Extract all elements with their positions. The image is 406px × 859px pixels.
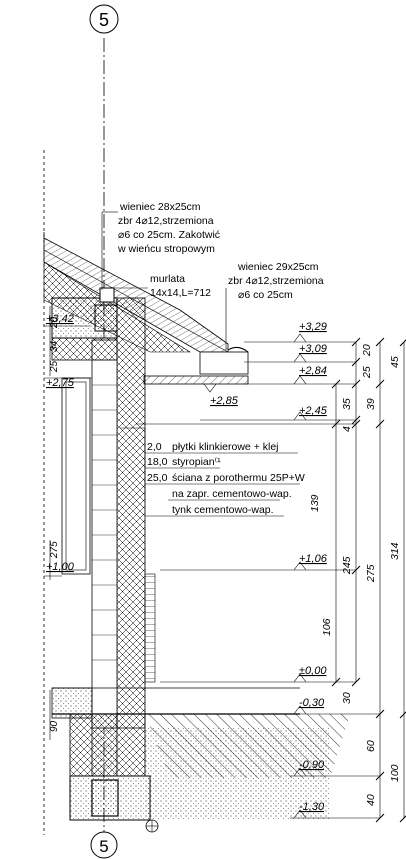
svg-text:2,0: 2,0	[147, 441, 162, 453]
window-frame	[61, 377, 91, 575]
ceiling-slab	[51, 337, 118, 361]
porotherm-wall	[91, 339, 118, 729]
footing	[69, 775, 159, 833]
layer-legend: 2,0 płytki klinkierowe + klej 18,0 styro…	[120, 427, 305, 517]
level-left-100: +1,00	[46, 561, 75, 573]
svg-text:5: 5	[99, 10, 109, 30]
svg-text:tynk cementowo-wap.: tynk cementowo-wap.	[172, 504, 274, 516]
svg-text:25: 25	[361, 366, 373, 379]
svg-text:25,0: 25,0	[147, 472, 168, 484]
level-m130: -1,30	[299, 801, 325, 813]
brick-cladding	[144, 573, 156, 683]
svg-text:45: 45	[389, 356, 401, 368]
level-m030: -0,30	[299, 697, 325, 709]
dim-texts-left: 20 34 25 275 90	[49, 316, 60, 732]
note-murlata: murlata 14x14,L=712	[112, 273, 211, 299]
foundation-wall	[69, 713, 146, 777]
svg-text:w wieńcu stropowym: w wieńcu stropowym	[117, 243, 215, 255]
level-m090: -0,90	[299, 759, 325, 771]
svg-text:18,0: 18,0	[147, 456, 168, 468]
axis-bubble-bottom: 5	[90, 831, 118, 859]
svg-text:35: 35	[341, 398, 353, 410]
level-000: ±0,00	[299, 665, 327, 677]
svg-text:100: 100	[389, 764, 401, 782]
level-106: +1,06	[299, 553, 328, 565]
svg-text:5: 5	[99, 837, 108, 856]
soil-hatch	[145, 714, 350, 820]
svg-text:40: 40	[365, 794, 377, 806]
svg-text:na zapr. cementowo-wap.: na zapr. cementowo-wap.	[172, 488, 292, 500]
level-329: +3,29	[299, 321, 327, 333]
svg-text:płytki klinkierowe + klej: płytki klinkierowe + klej	[172, 441, 279, 453]
svg-text:314: 314	[389, 542, 401, 560]
ring-beam-top	[51, 287, 118, 339]
svg-text:90: 90	[49, 720, 60, 732]
svg-text:⌀6 co 25cm. Zakotwić: ⌀6 co 25cm. Zakotwić	[118, 229, 220, 241]
svg-text:25: 25	[49, 360, 60, 373]
level-309: +3,09	[299, 343, 327, 355]
svg-text:20: 20	[49, 316, 60, 329]
dim-ticks	[331, 337, 406, 823]
floor-slab	[51, 687, 300, 719]
svg-text:murlata: murlata	[150, 273, 185, 285]
level-285: +2,85	[210, 395, 239, 407]
note-wieniec-right: wieniec 29x25cm zbr 4⌀12,strzemiona ⌀6 c…	[225, 261, 324, 350]
insulation-layer	[116, 297, 146, 729]
svg-text:245: 245	[341, 556, 353, 575]
dim-texts-right: 20 25 35 4 139 106 30 60 40 45 39 245 27…	[309, 344, 401, 806]
svg-text:139: 139	[309, 494, 321, 512]
svg-text:39: 39	[365, 398, 377, 410]
dimension-chains-right	[335, 342, 405, 818]
level-markers	[136, 333, 380, 819]
level-284: +2,84	[299, 365, 327, 377]
gutter	[143, 346, 249, 385]
svg-text:styropian⁽¹: styropian⁽¹	[172, 456, 221, 468]
svg-text:106: 106	[321, 618, 333, 636]
svg-text:275: 275	[365, 564, 377, 583]
level-left-275: +2,75	[46, 377, 75, 389]
svg-text:wieniec 29x25cm: wieniec 29x25cm	[237, 261, 319, 273]
svg-text:zbr 4⌀12,strzemiona: zbr 4⌀12,strzemiona	[228, 275, 324, 287]
svg-text:34: 34	[49, 340, 60, 352]
svg-text:zbr 4⌀12,strzemiona: zbr 4⌀12,strzemiona	[118, 215, 214, 227]
svg-text:ściana z porothermu 25P+W: ściana z porothermu 25P+W	[172, 472, 305, 484]
svg-text:⌀6 co 25cm: ⌀6 co 25cm	[238, 289, 293, 301]
svg-text:wieniec 28x25cm: wieniec 28x25cm	[119, 201, 201, 213]
svg-text:4: 4	[341, 426, 353, 432]
svg-text:30: 30	[341, 692, 353, 704]
axis-bubble-top: 5	[89, 4, 119, 34]
svg-text:60: 60	[365, 740, 377, 752]
dimension-chains-left	[44, 306, 92, 740]
svg-text:14x14,L=712: 14x14,L=712	[150, 287, 211, 299]
svg-text:20: 20	[361, 344, 373, 357]
note-wieniec-top: wieniec 28x25cm zbr 4⌀12,strzemiona ⌀6 c…	[101, 201, 220, 290]
svg-text:275: 275	[49, 541, 60, 559]
level-left-342: +3,42	[46, 313, 74, 325]
level-245: +2,45	[299, 405, 328, 417]
